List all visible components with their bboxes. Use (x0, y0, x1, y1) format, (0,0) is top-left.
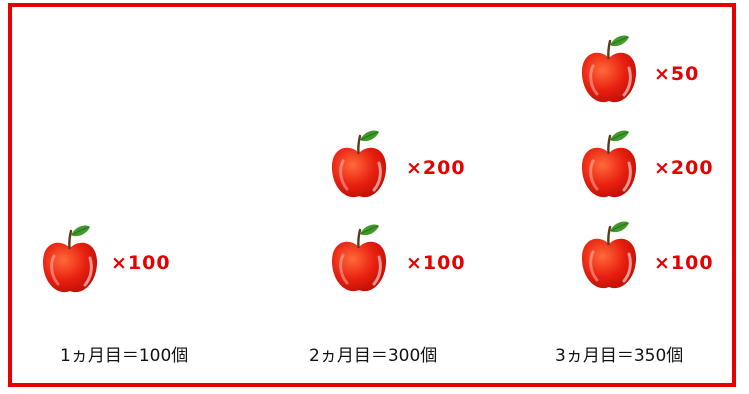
apple-multiplier: ×200 (406, 157, 466, 179)
apple-multiplier: ×50 (654, 63, 700, 85)
apple-multiplier: ×100 (654, 252, 714, 274)
apple-icon (579, 32, 639, 108)
apple-icon (329, 127, 389, 203)
apple-multiplier: ×100 (406, 252, 466, 274)
apple-icon (579, 218, 639, 294)
apple-multiplier: ×100 (111, 252, 171, 274)
apple-multiplier: ×200 (654, 157, 714, 179)
month-total-label: 1ヵ月目＝100個 (60, 346, 189, 366)
month-total-label: 3ヵ月目＝350個 (555, 346, 684, 366)
diagram-frame (8, 3, 736, 387)
month-total-label: 2ヵ月目＝300個 (309, 346, 438, 366)
apple-icon (329, 221, 389, 297)
apple-icon (579, 127, 639, 203)
apple-icon (40, 222, 100, 298)
